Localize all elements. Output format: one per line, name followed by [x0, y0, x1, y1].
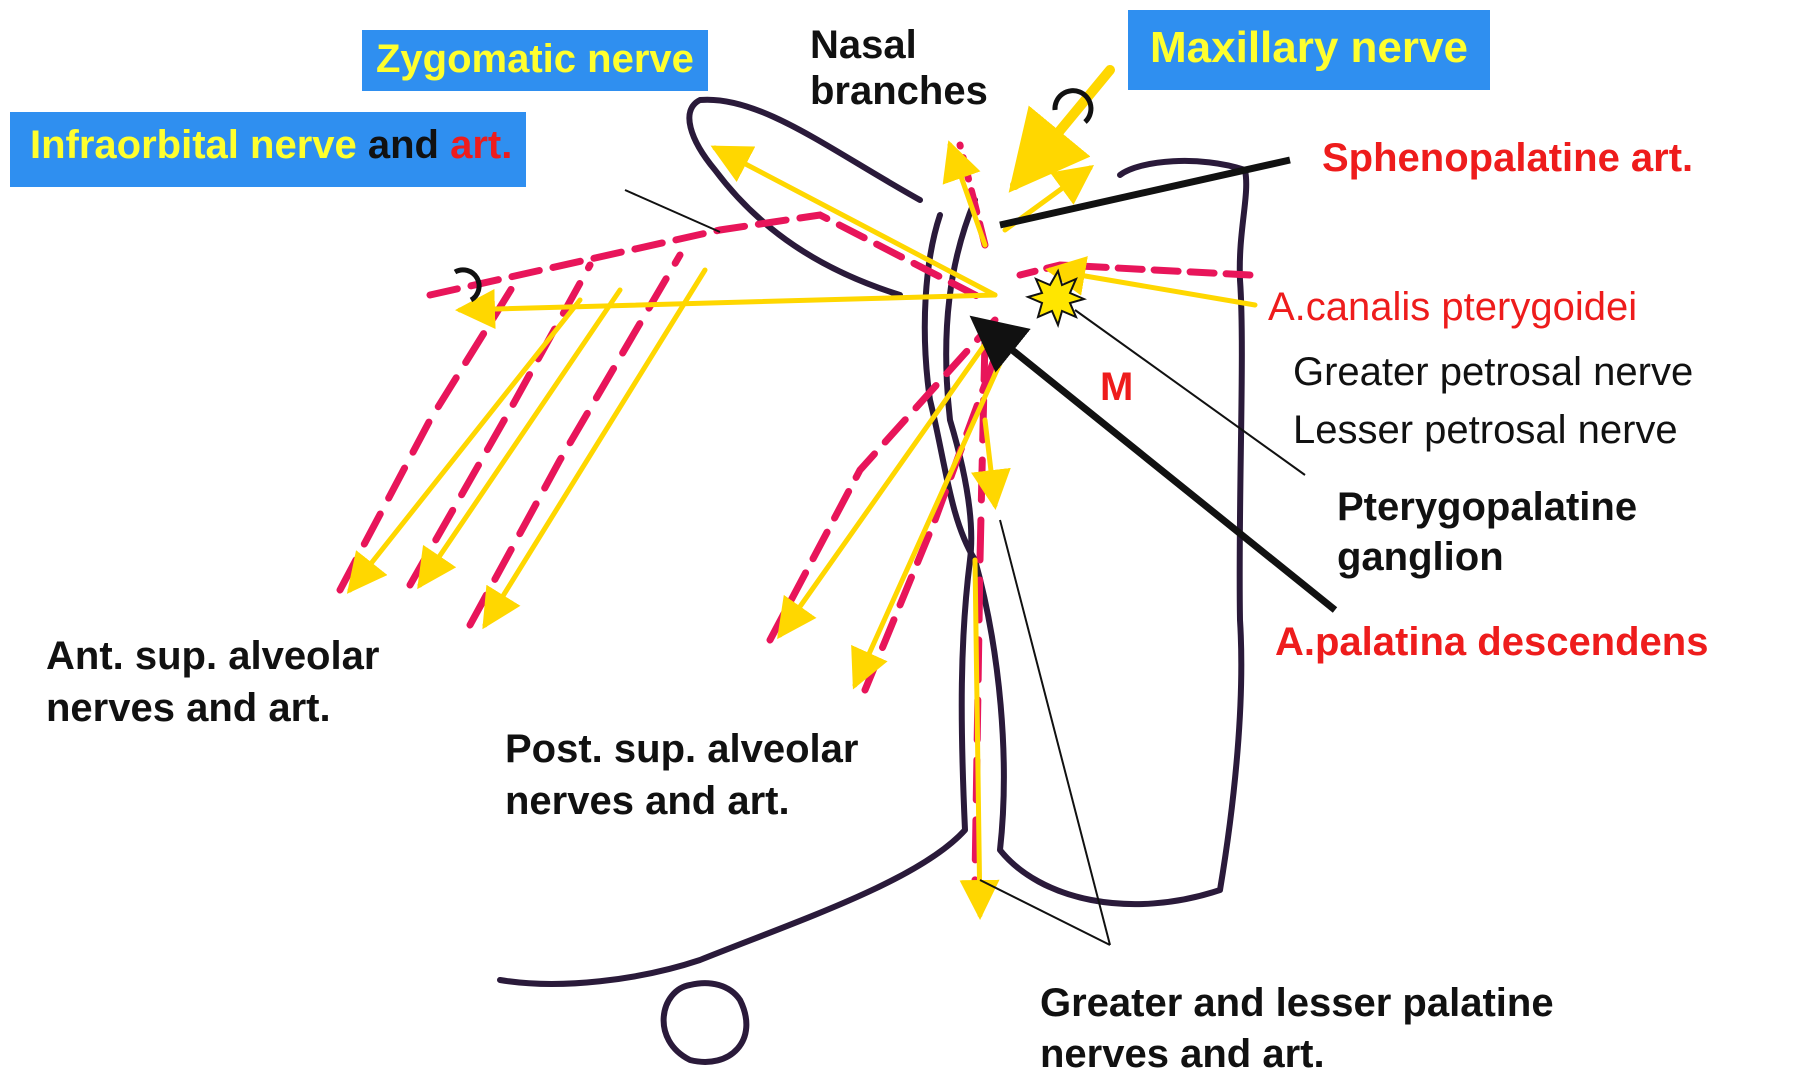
palatine-leader-2: [980, 880, 1110, 945]
ant-sup-artery-1: [340, 275, 520, 590]
post-sup-alveolar-label: Post. sup. alveolar nerves and art.: [505, 723, 858, 827]
palatine-small-nerve: [985, 420, 995, 505]
nasal-branches-line-2: branches: [810, 68, 988, 114]
pterygopalatine-line-1: Pterygopalatine: [1337, 482, 1637, 532]
palatina-descendens-label: A.palatina descendens: [1275, 617, 1708, 668]
post-sup-line-2: nerves and art.: [505, 775, 858, 827]
ant-sup-nerve-2: [420, 290, 620, 585]
infraorbital-leader: [625, 190, 720, 232]
infraorbital-and-text: and: [357, 123, 450, 167]
infraorbital-nerve-text: Infraorbital nerve: [30, 123, 357, 167]
ant-sup-line-1: Ant. sup. alveolar: [46, 630, 379, 682]
post-sup-line-1: Post. sup. alveolar: [505, 723, 858, 775]
sphenopalatine-label: Sphenopalatine art.: [1322, 133, 1693, 184]
post-sup-artery-1: [770, 320, 995, 640]
m-label: M: [1100, 362, 1133, 413]
canalis-label: A.canalis pterygoidei: [1268, 282, 1637, 333]
nasal-nerve-1: [950, 145, 985, 245]
infraorbital-label: Infraorbital nerve and art.: [10, 112, 526, 187]
pterygopalatine-ganglion-mark: [1028, 271, 1084, 325]
palatina-leader: [975, 320, 1335, 610]
maxillary-nerve-label: Maxillary nerve: [1128, 10, 1490, 90]
palatine-leader-1: [1000, 520, 1110, 945]
lesser-petrosal-label: Lesser petrosal nerve: [1293, 405, 1678, 456]
ant-sup-alveolar-label: Ant. sup. alveolar nerves and art.: [46, 630, 379, 734]
greater-petrosal-label: Greater petrosal nerve: [1293, 347, 1693, 398]
bone-outlines: [500, 100, 1246, 1062]
ant-sup-nerve-1: [350, 300, 580, 590]
palatine-bone-outline: [664, 983, 747, 1062]
palatine-line-1: Greater and lesser palatine: [1040, 978, 1554, 1029]
pterygopalatine-ganglion-label: Pterygopalatine ganglion: [1337, 482, 1637, 582]
pterygopalatine-line-2: ganglion: [1337, 532, 1637, 582]
palatine-nerves-label: Greater and lesser palatine nerves and a…: [1040, 978, 1554, 1080]
zygomatic-nerve-label: Zygomatic nerve: [362, 30, 708, 91]
palatine-line-2: nerves and art.: [1040, 1029, 1554, 1080]
nasal-branches-label: Nasal branches: [810, 22, 988, 114]
infraorbital-art-text: art.: [450, 123, 512, 167]
infraorbital-nerve-line: [460, 295, 995, 310]
maxillary-arrow: [1015, 70, 1110, 185]
nasal-branches-line-1: Nasal: [810, 22, 988, 68]
ant-sup-line-2: nerves and art.: [46, 682, 379, 734]
